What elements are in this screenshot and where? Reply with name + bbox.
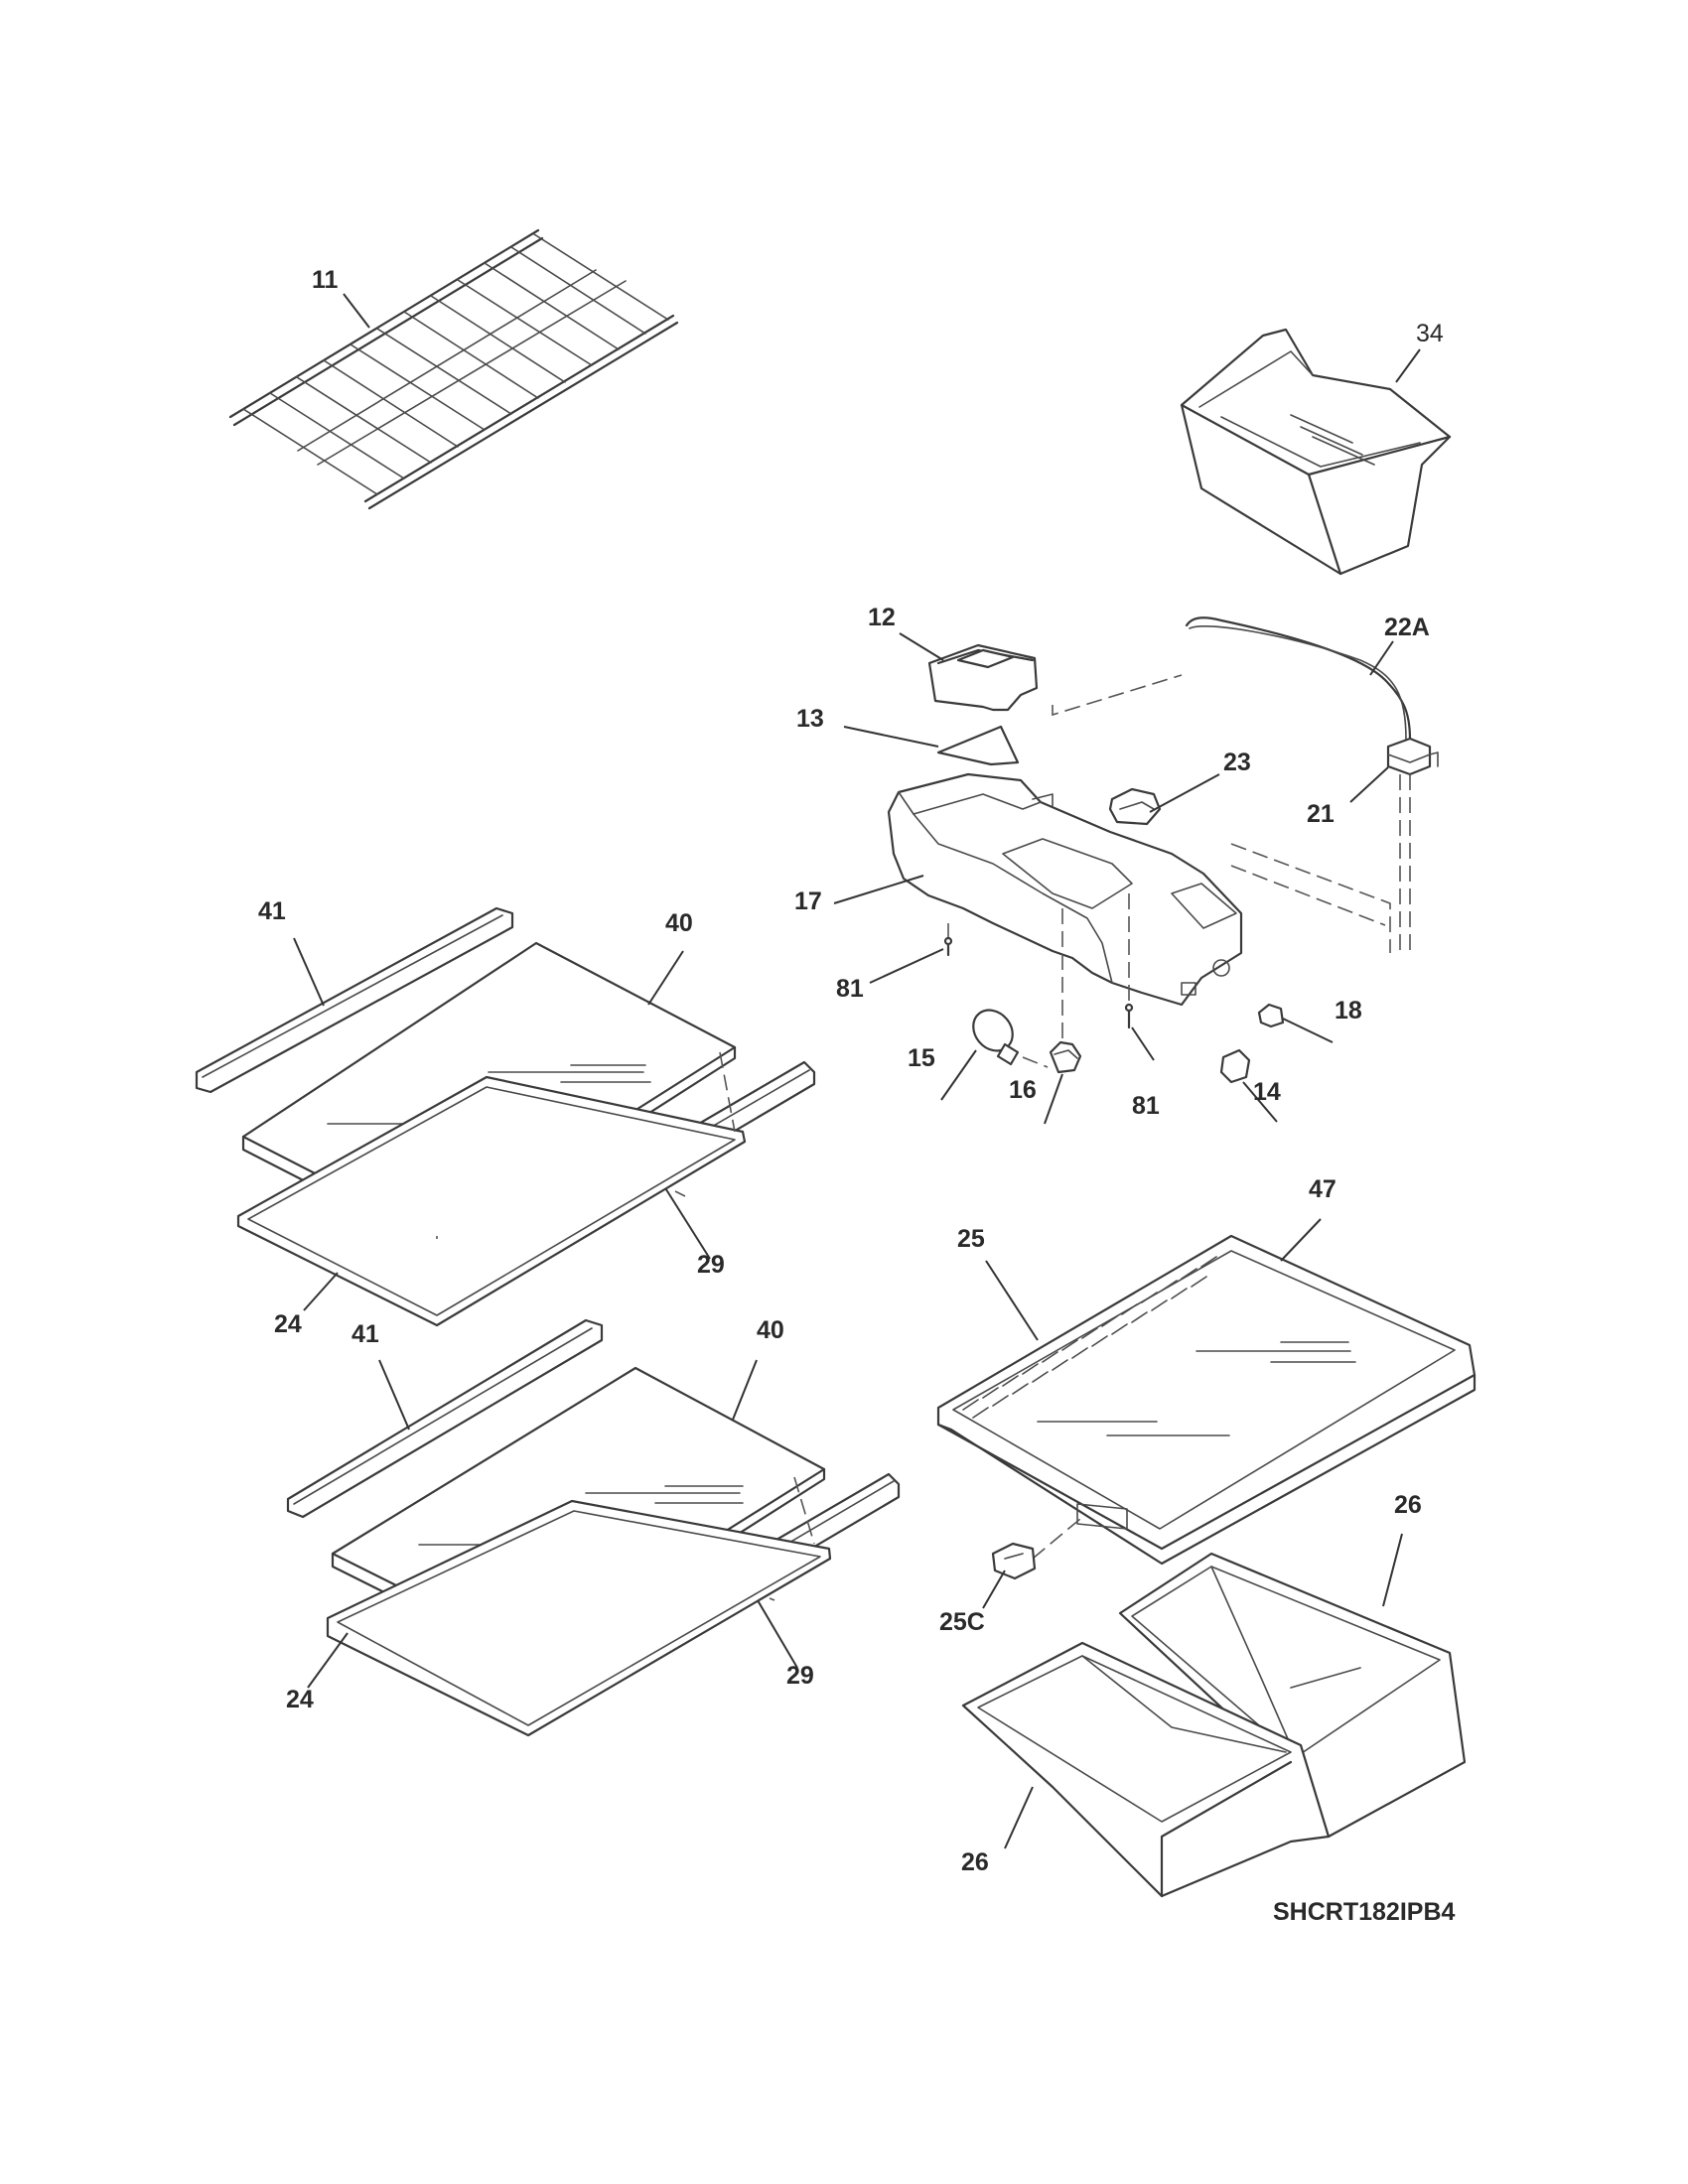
callout-14: 14 [1253, 1078, 1281, 1106]
callout-81-left: 81 [836, 975, 864, 1003]
callout-25c: 25C [939, 1608, 985, 1636]
switch-part-14 [1219, 1048, 1251, 1084]
callout-29-lower: 29 [786, 1662, 814, 1690]
sensor-part-21 [1386, 737, 1439, 776]
callout-26-left: 26 [961, 1848, 989, 1876]
callout-41-upper: 41 [258, 897, 286, 925]
thermostat-cover-part-13 [936, 725, 1020, 766]
callout-11: 11 [312, 266, 339, 294]
callout-18: 18 [1335, 997, 1362, 1024]
crisper-cover-part-47 [936, 1234, 1477, 1566]
crisper-drawer-part-26-left [961, 1641, 1331, 1898]
callout-12: 12 [868, 604, 896, 631]
callout-34: 34 [1416, 320, 1444, 347]
callout-17: 17 [794, 887, 822, 915]
callout-13: 13 [796, 705, 824, 733]
shelf-frame-part-24-upper [236, 1075, 747, 1327]
callout-15: 15 [908, 1044, 935, 1072]
callout-81-right: 81 [1132, 1092, 1160, 1120]
callout-26-right: 26 [1394, 1491, 1422, 1519]
diagram-code: SHCRT182IPB4 [1273, 1898, 1456, 1926]
clip-part-25c [991, 1542, 1037, 1580]
screw-part-81a [943, 923, 953, 957]
bin-part-34 [1180, 328, 1452, 576]
control-housing-part-12 [927, 643, 1039, 712]
callout-22a: 22A [1384, 614, 1430, 641]
callout-41-lower: 41 [352, 1320, 379, 1348]
switch-part-23 [1108, 787, 1162, 826]
callout-23: 23 [1223, 749, 1251, 776]
callout-29-upper: 29 [697, 1251, 725, 1279]
wire-shelf-part-11 [228, 228, 679, 510]
callout-24-upper: 24 [274, 1310, 302, 1338]
shelf-frame-part-24-lower [326, 1499, 832, 1737]
callout-40-upper: 40 [665, 909, 693, 937]
capillary-tube-part-22a [1185, 616, 1412, 742]
button-part-18 [1257, 1003, 1285, 1028]
callout-16: 16 [1009, 1076, 1037, 1104]
callout-47: 47 [1309, 1175, 1336, 1203]
light-housing-part-17 [887, 772, 1243, 1007]
shelf-trim-part-41-upper [195, 906, 514, 1094]
callout-40-lower: 40 [757, 1316, 784, 1344]
callout-21: 21 [1307, 800, 1335, 828]
screw-part-81b [1124, 893, 1134, 1029]
light-socket-part-16 [1049, 1040, 1082, 1074]
shelf-trim-part-41-lower [286, 1318, 604, 1519]
light-bulb-part-15 [972, 1009, 1020, 1066]
callout-24-lower: 24 [286, 1686, 314, 1713]
callout-25: 25 [957, 1225, 985, 1253]
